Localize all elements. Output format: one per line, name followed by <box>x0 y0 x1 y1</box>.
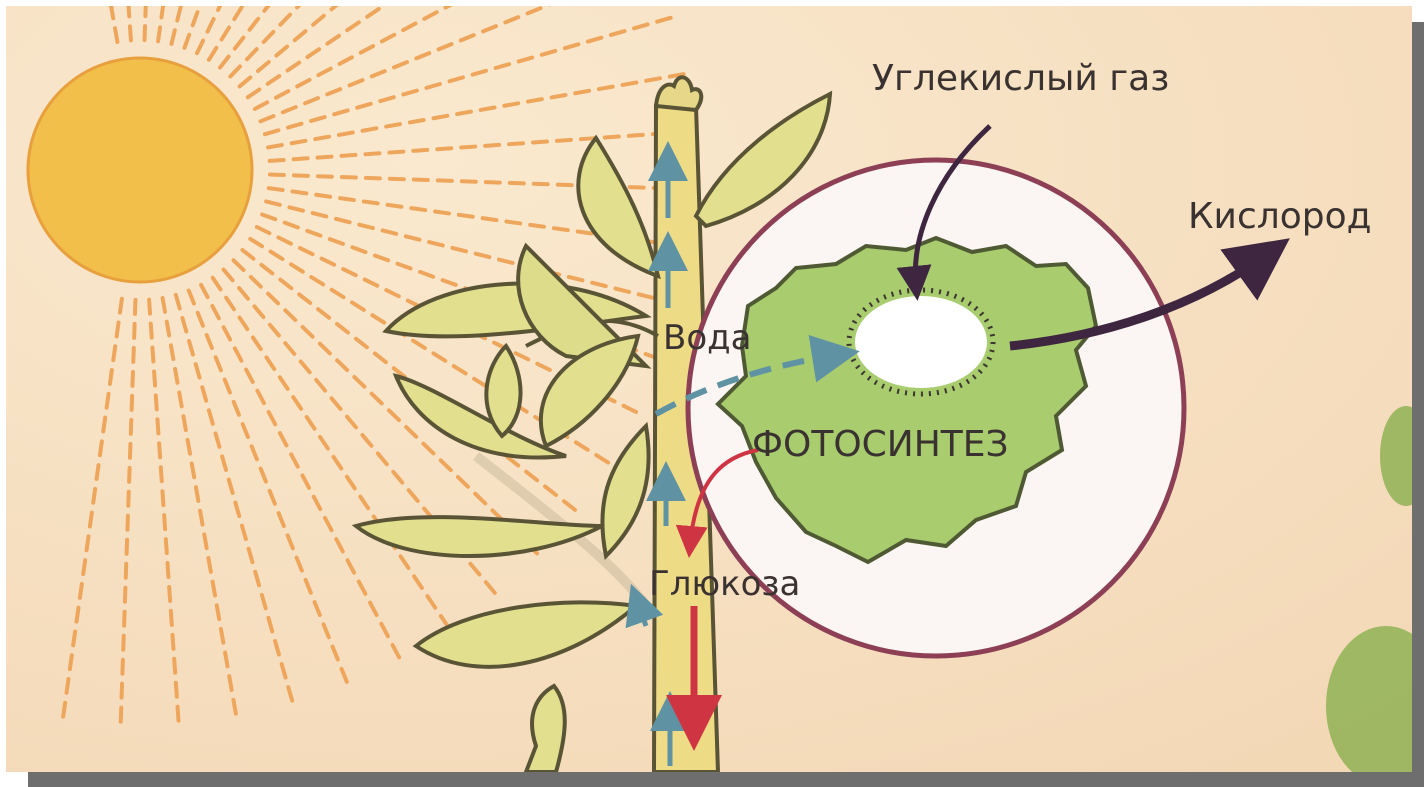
label-carbon-dioxide: Углекислый газ <box>872 58 1169 99</box>
label-glucose: Глюкоза <box>649 564 800 604</box>
frame-shadow-bottom <box>28 772 1424 787</box>
sun-icon <box>28 58 252 282</box>
label-oxygen: Кислород <box>1188 196 1372 237</box>
label-photosynthesis: ФОТОСИНТЕЗ <box>752 424 1009 465</box>
illustration <box>6 6 1412 772</box>
photosynthesis-scene: Углекислый газ Кислород Вода ФОТОСИНТЕЗ … <box>6 6 1412 772</box>
label-water: Вода <box>663 318 751 358</box>
frame-shadow-right <box>1412 22 1424 787</box>
